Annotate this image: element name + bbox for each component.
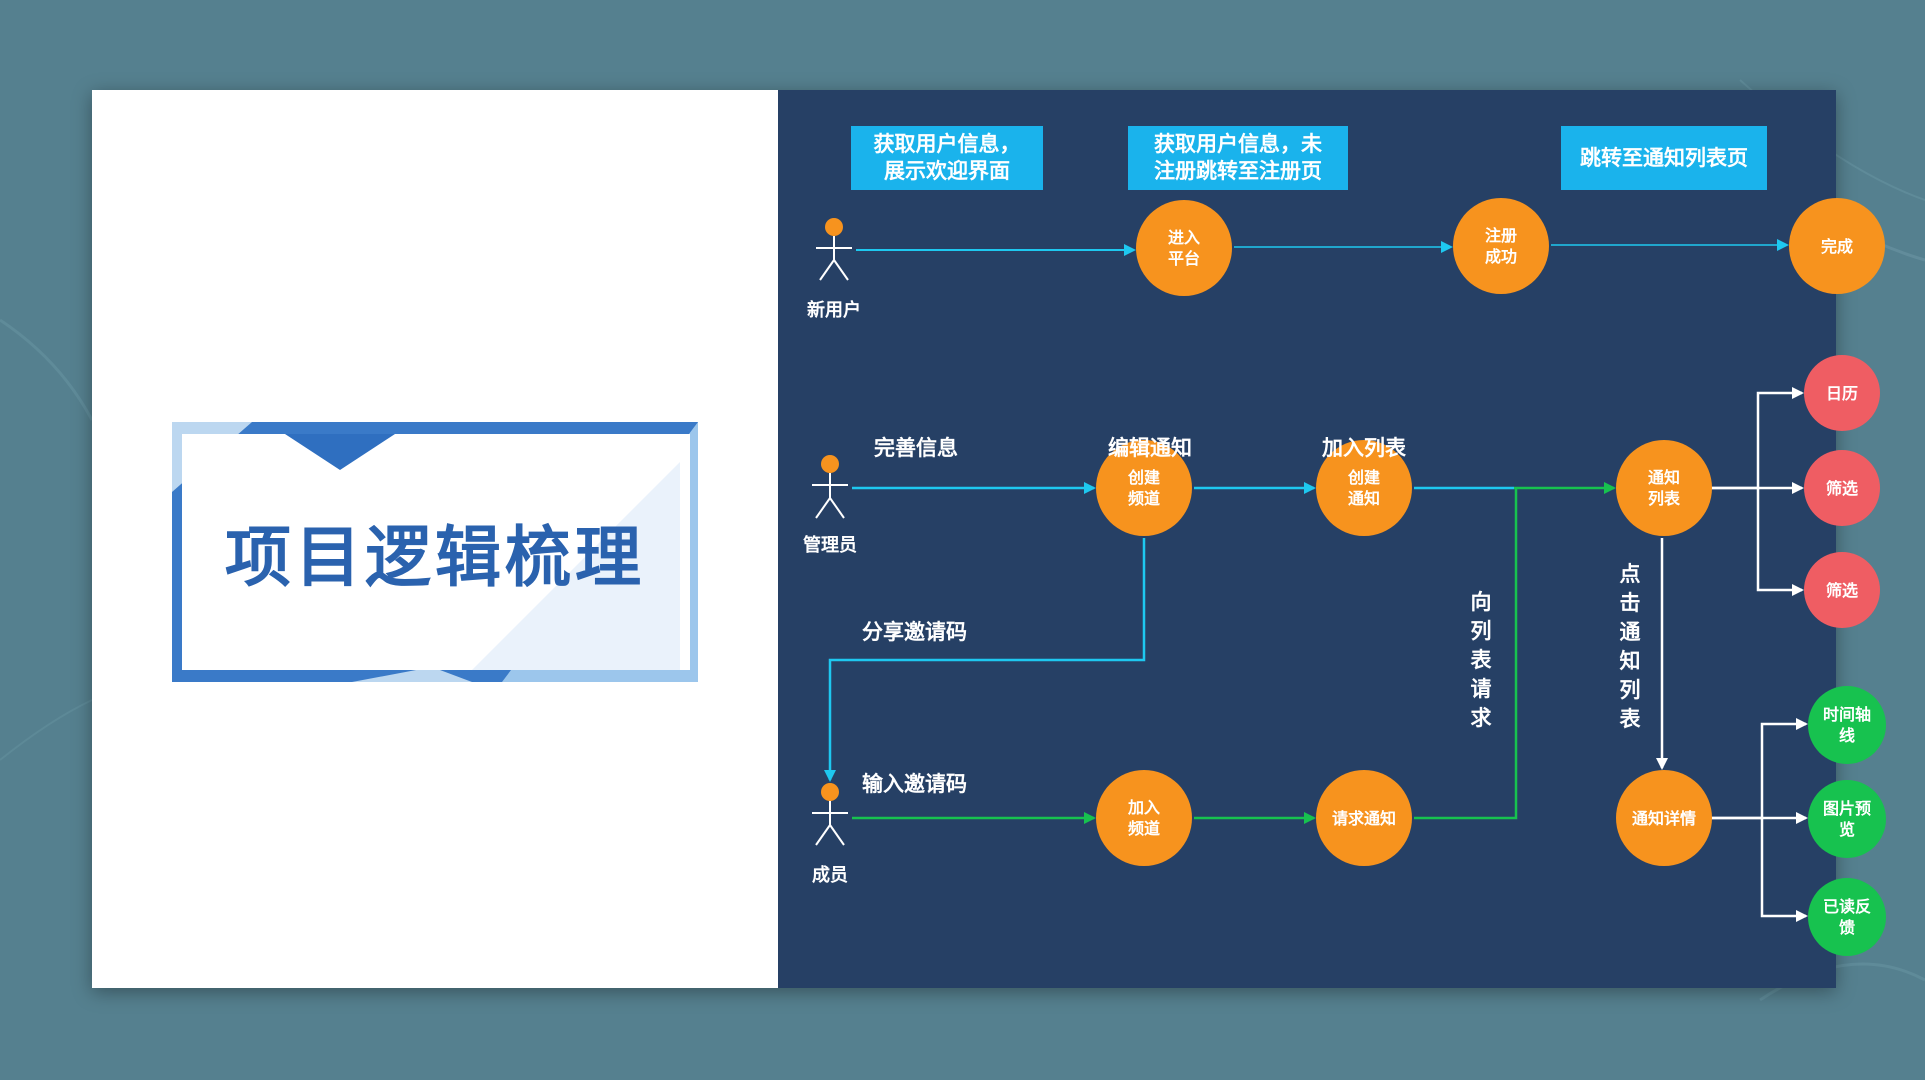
page-title: 项目逻辑梳理 [225, 519, 645, 596]
title-card: 项目逻辑梳理 [172, 422, 698, 682]
actor-new-user-figure [816, 218, 852, 281]
label-complete-info: 完善信息 [874, 436, 958, 460]
info-box-register-redirect: 获取用户信息，未 注册跳转至注册页 [1128, 126, 1348, 190]
node-enter-platform: 进入 平台 [1136, 200, 1232, 296]
node-timeline: 时间轴 线 [1808, 686, 1886, 764]
actor-admin-figure [812, 455, 848, 519]
actor-member-figure [812, 783, 848, 846]
node-create-channel: 创建 频道 [1096, 440, 1192, 536]
actor-admin-label: 管理员 [803, 535, 857, 556]
node-register-success: 注册 成功 [1453, 198, 1549, 294]
node-read-feedback: 已读反 馈 [1808, 878, 1886, 956]
info-box-list-redirect: 跳转至通知列表页 [1561, 126, 1767, 190]
label-request-list: 向列表请求 [1470, 590, 1492, 730]
label-input-code: 输入邀请码 [862, 772, 967, 796]
slide: 项目逻辑梳理 [92, 90, 1886, 988]
node-complete: 完成 [1789, 198, 1885, 294]
node-calendar: 日历 [1804, 355, 1880, 431]
left-panel: 项目逻辑梳理 [92, 90, 778, 988]
node-image-preview: 图片预 览 [1808, 780, 1886, 858]
node-create-notice: 创建 通知 [1316, 440, 1412, 536]
title-card-frame [172, 422, 698, 682]
flow-connectors [812, 218, 1808, 922]
edge-list-branch-top [1710, 387, 1804, 490]
node-request-notice: 请求通知 [1316, 770, 1412, 866]
label-add-to-list: 加入列表 [1322, 436, 1406, 460]
label-edit-notice: 编辑通知 [1108, 436, 1192, 460]
edge-list-branch-bottom [1756, 488, 1804, 596]
node-notice-detail: 通知详情 [1616, 770, 1712, 866]
edge-detail-branch-top [1710, 718, 1808, 820]
edge-detail-branch-bottom [1760, 818, 1808, 922]
flow-diagram-panel: 获取用户信息， 展示欢迎界面 获取用户信息，未 注册跳转至注册页 跳转至通知列表… [778, 90, 1886, 988]
node-notice-list: 通知 列表 [1616, 440, 1712, 536]
node-filter-1: 筛选 [1804, 450, 1880, 526]
edge-request-to-list [1414, 488, 1518, 820]
actor-member-label: 成员 [812, 865, 848, 886]
node-filter-2: 筛选 [1804, 552, 1880, 628]
actor-new-user-label: 新用户 [807, 300, 861, 321]
info-box-welcome: 获取用户信息， 展示欢迎界面 [851, 126, 1043, 190]
node-join-channel: 加入 频道 [1096, 770, 1192, 866]
label-click-list: 点击通知列表 [1619, 562, 1641, 731]
edge-share-code [824, 538, 1146, 782]
label-share-code: 分享邀请码 [862, 620, 967, 644]
